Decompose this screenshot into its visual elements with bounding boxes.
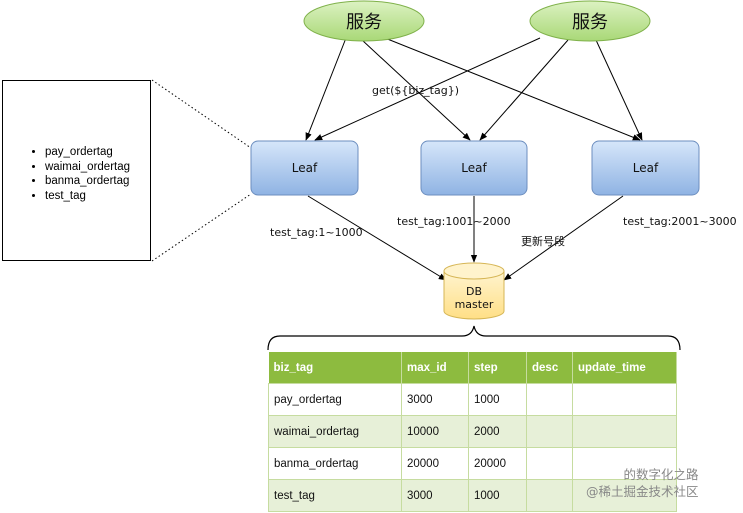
biz-tag-list-box: pay_ordertag waimai_ordertag banma_order… [2, 80, 151, 261]
leaf-label: Leaf [461, 161, 487, 175]
table-cell: 20000 [401, 447, 469, 480]
arrow-service1-leaf2 [361, 39, 471, 141]
db-master-cylinder: DB master [443, 262, 505, 320]
leaf1-range-label: test_tag:1~1000 [270, 226, 363, 239]
table-cell [572, 383, 677, 416]
table-cell [572, 479, 677, 512]
column-header: biz_tag [268, 352, 402, 384]
table-cell [572, 415, 677, 448]
column-header: step [468, 352, 527, 384]
leaf-alloc-table: biz_tag max_id step desc update_time pay… [268, 352, 677, 512]
table-cell: 1000 [468, 479, 527, 512]
column-header: update_time [572, 352, 677, 384]
leaf-to-db-arrows [307, 195, 624, 281]
table-cell [526, 479, 573, 512]
list-item: pay_ordertag [45, 145, 130, 160]
column-header: max_id [401, 352, 469, 384]
watermark-line1: 的数字化之路 [623, 467, 699, 482]
leaf-label: Leaf [633, 161, 659, 175]
arrow-service1-leaf1 [305, 37, 347, 141]
table-cell: waimai_ordertag [268, 415, 402, 448]
leaf2-range-label: test_tag:1001~2000 [397, 215, 511, 228]
list-item: banma_ordertag [45, 174, 130, 189]
arrow-service2-leaf3 [595, 39, 643, 141]
table-cell: 3000 [401, 383, 469, 416]
table-cell [526, 383, 573, 416]
dotted-connector-top [151, 79, 252, 149]
arrow-service2-leaf2 [479, 39, 569, 141]
service-node-2: 服务 [529, 0, 651, 42]
table-cell: 2000 [468, 415, 527, 448]
arrow-service1-leaf3 [379, 35, 641, 141]
biz-tag-list: pay_ordertag waimai_ordertag banma_order… [3, 145, 130, 203]
table-cell: pay_ordertag [268, 383, 402, 416]
leaf-node-3: Leaf [591, 140, 700, 196]
db-label-line2: master [455, 298, 494, 311]
table-cell: banma_ordertag [268, 447, 402, 480]
db-label-line1: DB [466, 285, 482, 298]
request-label: get(${biz_tag}) [372, 84, 459, 97]
column-header: desc [526, 352, 573, 384]
leaf-node-1: Leaf [250, 140, 359, 196]
update-segment-label: 更新号段 [521, 234, 565, 248]
table-row: pay_ordertag 3000 1000 [268, 383, 677, 416]
service-node-1: 服务 [303, 0, 425, 42]
service-label: 服务 [572, 12, 608, 33]
table-cell: 10000 [401, 415, 469, 448]
list-item: test_tag [45, 189, 130, 204]
leaf-label: Leaf [292, 161, 318, 175]
service-label: 服务 [346, 12, 382, 33]
arrow-leaf1-db [307, 195, 447, 281]
leaf-node-2: Leaf [420, 140, 528, 196]
table-header-row: biz_tag max_id step desc update_time [268, 352, 677, 384]
watermark: 的数字化之路 @稀土掘金技术社区 [586, 466, 699, 500]
service-to-leaf-arrows [305, 35, 643, 141]
watermark-line2: @稀土掘金技术社区 [586, 484, 699, 499]
arrow-leaf3-db [503, 195, 624, 281]
table-cell: 20000 [468, 447, 527, 480]
table-cell [526, 447, 573, 480]
table-brace [267, 325, 681, 351]
table-cell: 3000 [401, 479, 469, 512]
table-row: waimai_ordertag 10000 2000 [268, 415, 677, 448]
table-cell [526, 415, 573, 448]
dotted-connector-bottom [151, 193, 252, 262]
list-item: waimai_ordertag [45, 160, 130, 175]
dotted-connectors [151, 79, 252, 262]
table-cell: test_tag [268, 479, 402, 512]
table-row: test_tag 3000 1000 [268, 479, 677, 512]
table-cell: 1000 [468, 383, 527, 416]
leaf3-range-label: test_tag:2001~3000 [623, 215, 737, 228]
arrow-service2-leaf1 [314, 37, 541, 141]
